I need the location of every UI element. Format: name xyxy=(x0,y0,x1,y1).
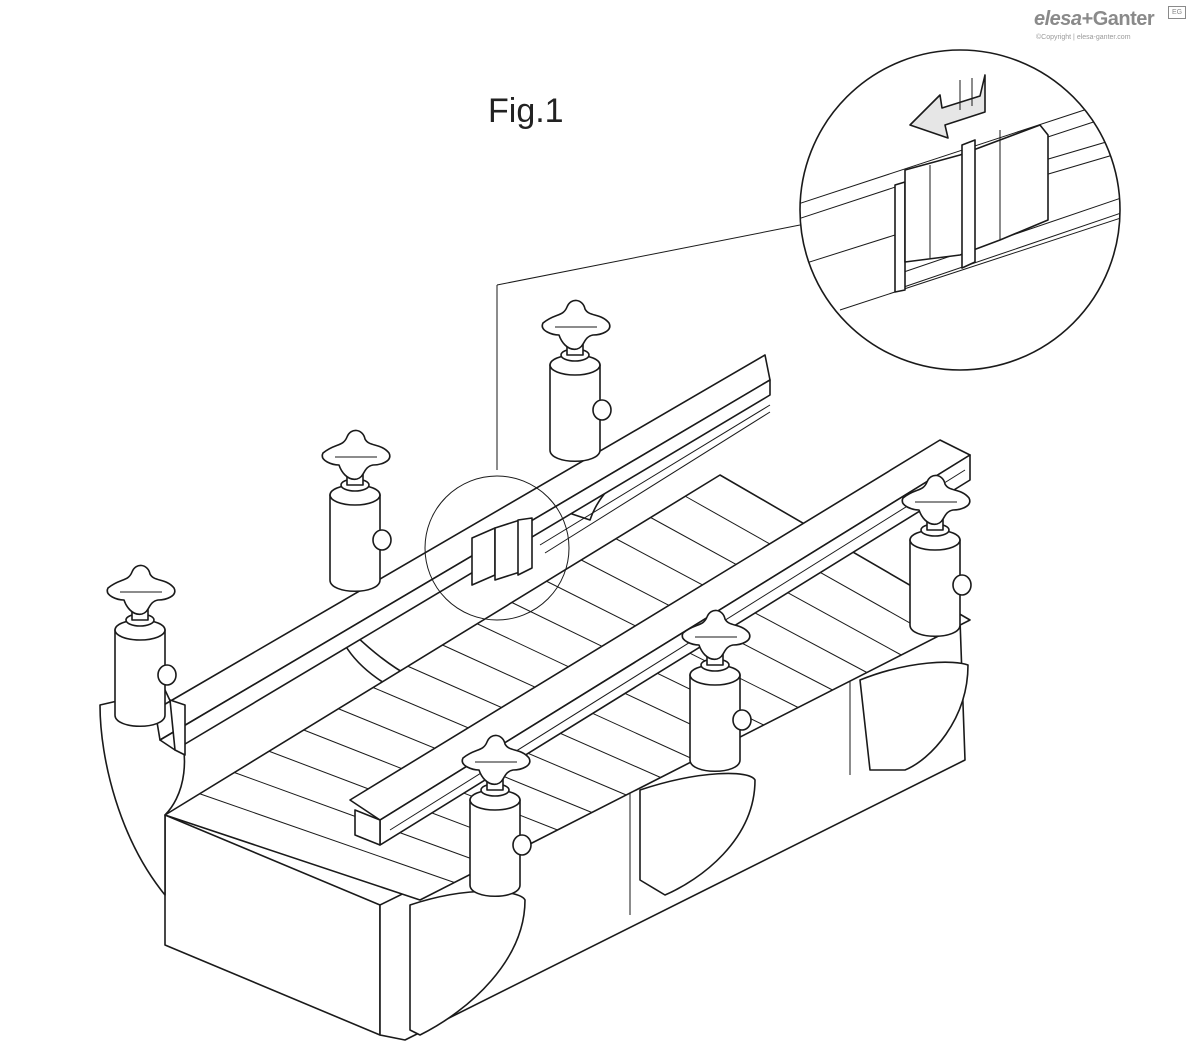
rear-rail xyxy=(155,355,770,755)
push-direction-arrow xyxy=(910,75,985,138)
star-knob-icon[interactable] xyxy=(902,475,970,524)
star-knob-icon[interactable] xyxy=(107,565,175,614)
detail-marker xyxy=(425,476,569,620)
brand-logo: elesa+Ganter EG ©Copyright | elesa-gante… xyxy=(1034,6,1186,42)
star-knob-icon[interactable] xyxy=(682,610,750,659)
zoom-callout xyxy=(795,50,1130,370)
column-with-star-knob[interactable] xyxy=(542,300,611,461)
brand-name-ganter: +Ganter xyxy=(1081,8,1155,30)
brand-name: elesa+Ganter xyxy=(1034,8,1155,31)
brand-badge: EG xyxy=(1168,6,1186,19)
brand-copyright: ©Copyright | elesa-ganter.com xyxy=(1036,34,1131,41)
column-with-star-knob[interactable] xyxy=(902,475,971,636)
figure-title: Fig.1 xyxy=(488,92,564,130)
brand-name-elesa: elesa xyxy=(1034,8,1082,30)
column-with-star-knob[interactable] xyxy=(107,565,176,726)
adjustment-columns xyxy=(107,300,971,896)
column-with-star-knob[interactable] xyxy=(322,430,391,591)
column-with-star-knob[interactable] xyxy=(462,735,531,896)
callout-leaders xyxy=(497,225,800,470)
star-knob-icon[interactable] xyxy=(542,300,610,349)
star-knob-icon[interactable] xyxy=(462,735,530,784)
column-with-star-knob[interactable] xyxy=(682,610,751,771)
tray-slat xyxy=(200,794,455,883)
front-rail xyxy=(350,440,970,845)
star-knob-icon[interactable] xyxy=(322,430,390,479)
